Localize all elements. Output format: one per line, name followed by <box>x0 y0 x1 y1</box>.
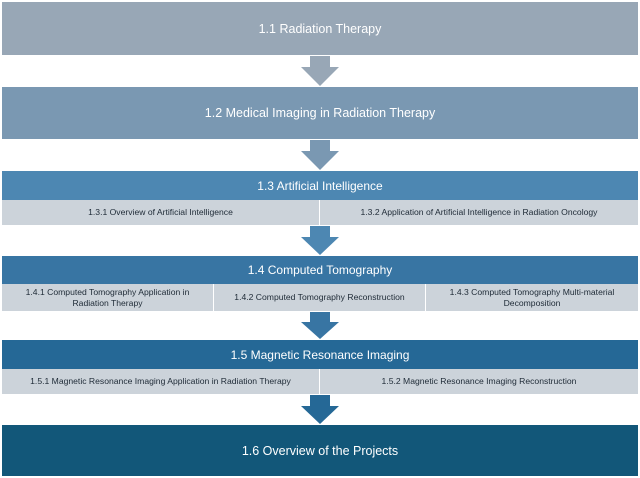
section-1-1-box: 1.1 Radiation Therapy <box>2 2 638 55</box>
section-1-6-title: 1.6 Overview of the Projects <box>241 443 399 458</box>
subsection-1-4-3: 1.4.3 Computed Tomography Multi-material… <box>426 284 638 311</box>
section-1-6-box: 1.6 Overview of the Projects <box>2 425 638 476</box>
subsection-1-3-2: 1.3.2 Application of Artificial Intellig… <box>320 200 638 225</box>
flow-arrow-icon <box>300 140 340 170</box>
section-1-4-title: 1.4 Computed Tomography <box>247 263 393 277</box>
section-1-5-box: 1.5 Magnetic Resonance Imaging <box>2 340 638 369</box>
section-1-3-box: 1.3 Artificial Intelligence <box>2 171 638 200</box>
section-1-2-title: 1.2 Medical Imaging in Radiation Therapy <box>204 106 436 120</box>
subsection-1-4-1: 1.4.1 Computed Tomography Application in… <box>2 284 214 311</box>
flow-arrow-icon <box>300 226 340 255</box>
flow-arrow-icon <box>300 312 340 339</box>
subsection-1-3-1: 1.3.1 Overview of Artificial Intelligenc… <box>2 200 320 225</box>
section-1-2-box: 1.2 Medical Imaging in Radiation Therapy <box>2 87 638 139</box>
section-1-1-title: 1.1 Radiation Therapy <box>258 21 382 36</box>
section-1-5-title: 1.5 Magnetic Resonance Imaging <box>230 347 410 362</box>
flow-arrow-icon <box>300 395 340 424</box>
subsection-1-4-2: 1.4.2 Computed Tomography Reconstruction <box>214 284 426 311</box>
subsection-1-5-1: 1.5.1 Magnetic Resonance Imaging Applica… <box>2 369 320 394</box>
section-1-3-title: 1.3 Artificial Intelligence <box>257 178 383 193</box>
subsection-1-5-2: 1.5.2 Magnetic Resonance Imaging Reconst… <box>320 369 638 394</box>
flow-arrow-icon <box>300 56 340 86</box>
section-1-4-box: 1.4 Computed Tomography <box>2 256 638 284</box>
